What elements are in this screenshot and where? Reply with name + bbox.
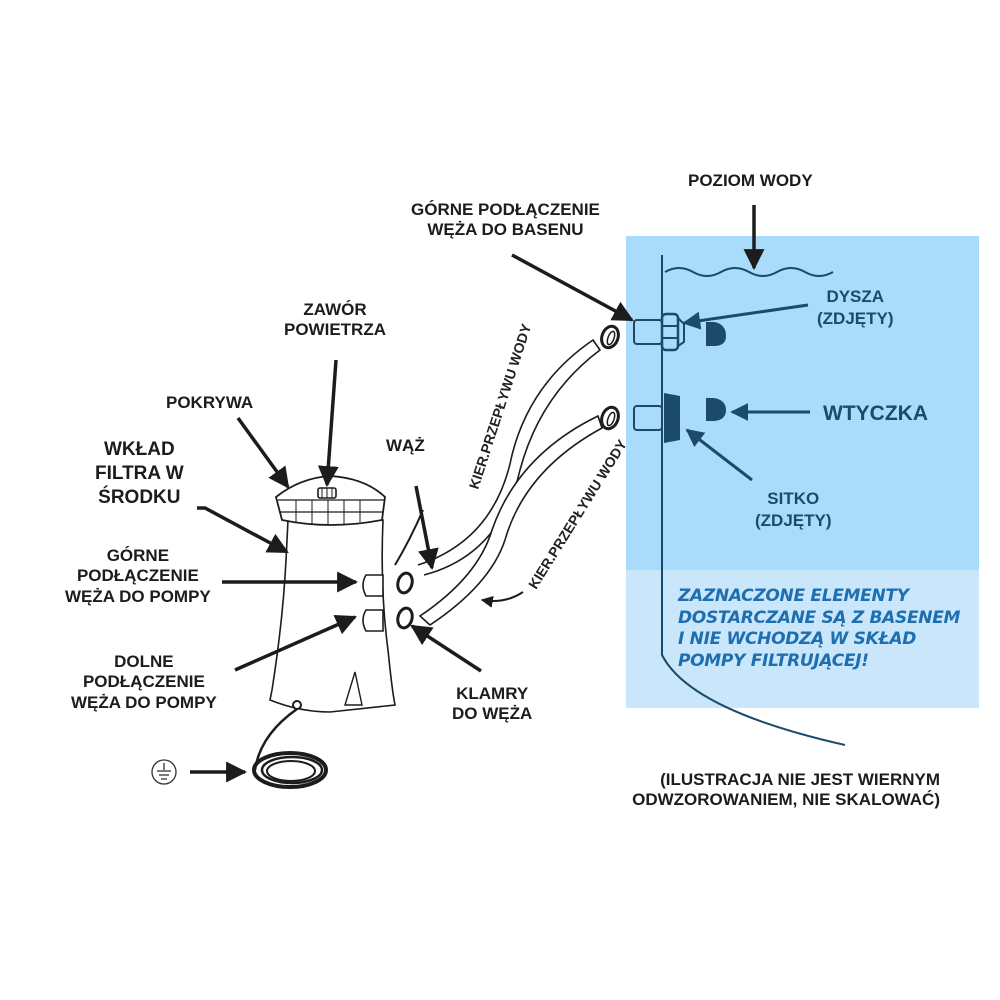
upper-pump-port	[362, 574, 384, 597]
water-surface-wave	[664, 267, 834, 277]
lower-pump-connection-label: DOLNE PODŁĄCZENIE WĘŻA DO POMPY	[71, 652, 217, 712]
hose-label: WĄŻ	[386, 436, 425, 455]
pool-wall	[661, 255, 846, 746]
strainer-arrow	[685, 428, 753, 482]
pump-hose-clamp-lower	[396, 606, 414, 630]
nozzle-arrow	[682, 303, 809, 330]
plug-part	[706, 398, 726, 421]
ground-symbol-icon	[151, 759, 177, 785]
hose-clamps-label: KLAMRY DO WĘŻA	[452, 684, 533, 724]
nozzle-label: DYSZA (ZDJĘTY)	[817, 287, 894, 329]
air-valve-arrow	[317, 359, 339, 488]
water-level-label: POZIOM WODY	[688, 171, 813, 190]
upper-pool-connection-label: GÓRNE PODŁĄCZENIE WĘŻA DO BASENU	[411, 200, 600, 240]
hose-clamps-arrow	[410, 624, 482, 673]
lower-pool-fitting	[633, 393, 680, 443]
plug-label: WTYCZKA	[823, 402, 928, 425]
upper-pool-connection-arrow	[511, 253, 634, 322]
flow-arrow-upper	[394, 509, 424, 566]
upper-pump-connection-label: GÓRNE PODŁĄCZENIE WĘŻA DO POMPY	[65, 546, 211, 606]
lid-label: POKRYWA	[166, 393, 254, 412]
filter-cartridge-label: WKŁAD FILTRA W ŚRODKU	[95, 439, 184, 508]
power-cord	[252, 707, 328, 789]
illustration-disclaimer: (ILUSTRACJA NIE JEST WIERNYM ODWZOROWANI…	[632, 770, 940, 810]
filter-cartridge-arrow	[197, 506, 289, 554]
pump-hose-clamp-upper	[396, 571, 414, 595]
hose-arrow	[414, 485, 439, 571]
filter-pump	[269, 475, 396, 713]
pool-components-note: ZAZNACZONE ELEMENTY DOSTARCZANE SĄ Z BAS…	[678, 586, 961, 671]
flow-arrow	[480, 591, 524, 608]
strainer-label: SITKO (ZDJĘTY)	[755, 489, 832, 531]
pool-note-box	[626, 570, 979, 708]
air-valve-label: ZAWÓR POWIETRZA	[284, 300, 386, 340]
pool-hose-clamp-lower	[600, 405, 620, 431]
flow-direction-label-upper: KIER.PRZEPŁYWU WODY	[466, 321, 535, 491]
lower-pump-port	[362, 609, 384, 632]
lower-pump-connection-arrow	[234, 615, 357, 672]
pool-water-area	[626, 236, 979, 570]
lid-arrow	[236, 416, 290, 489]
nozzle-part	[706, 322, 726, 346]
pool-hose-clamp-upper	[600, 324, 620, 350]
hose-lower	[418, 414, 603, 627]
upper-pool-fitting	[633, 312, 685, 352]
